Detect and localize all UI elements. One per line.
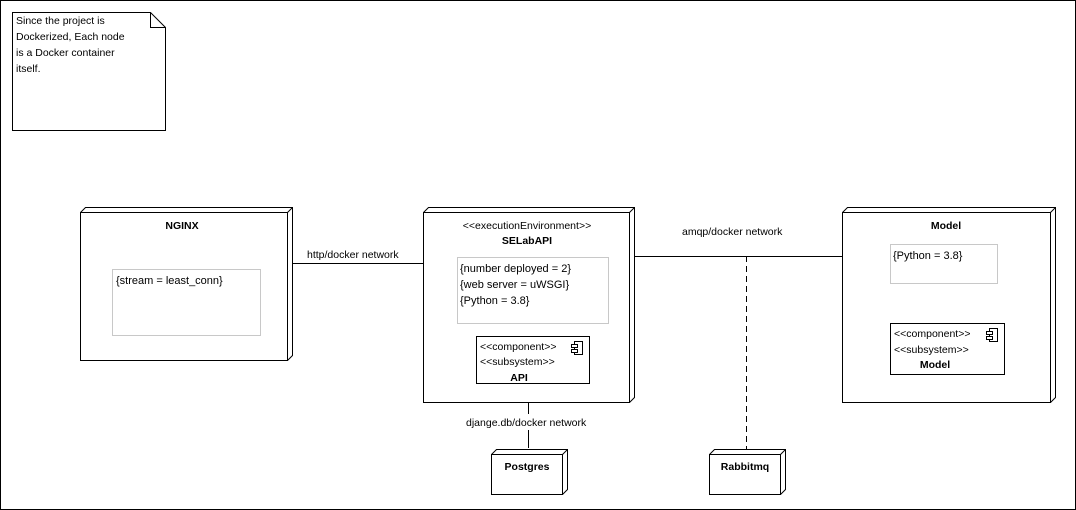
node-title-nginx: NGINX (165, 220, 198, 232)
component-name-model: Model (920, 359, 950, 371)
note-line-4: itself. (16, 63, 41, 75)
property-selabapi-3: {Python = 3.8} (460, 295, 530, 307)
properties-box-model (890, 244, 998, 284)
properties-box-nginx (112, 269, 261, 336)
node-postgres[interactable]: Postgres (491, 449, 568, 495)
note-line-1: Since the project is (16, 15, 105, 27)
component-stereotype-api-1: <<component>> (480, 341, 556, 353)
connector-label-nginx-api: http/docker network (307, 249, 399, 261)
component-api[interactable]: <<component>> <<subsystem>> API (476, 336, 590, 385)
component-model[interactable]: <<component>> <<subsystem>> Model (890, 323, 1005, 375)
component-icon (571, 341, 583, 355)
node-selabapi[interactable]: <<executionEnvironment>> SELabAPI {numbe… (423, 207, 635, 403)
property-nginx-1: {stream = least_conn} (116, 275, 223, 287)
node-rabbitmq[interactable]: Rabbitmq (709, 449, 786, 495)
note[interactable]: Since the project is Dockerized, Each no… (12, 12, 166, 131)
component-icon (986, 328, 998, 342)
properties-box-selabapi (457, 257, 609, 324)
component-stereotype-api-2: <<subsystem>> (480, 356, 555, 368)
property-selabapi-2: {web server = uWSGI} (460, 279, 569, 291)
connector-label-api-model: amqp/docker network (682, 226, 783, 238)
component-stereotype-model-2: <<subsystem>> (894, 344, 969, 356)
node-title-model: Model (931, 220, 961, 232)
node-title-postgres: Postgres (505, 461, 550, 473)
note-line-3: is a Docker container (16, 47, 115, 59)
node-model[interactable]: Model {Python = 3.8} <<component>> <<sub… (842, 207, 1056, 403)
component-name-api: API (510, 372, 528, 384)
node-title-rabbitmq: Rabbitmq (721, 461, 769, 473)
node-title-selabapi: SELabAPI (502, 235, 552, 247)
connector-label-api-postgres: djange.db/docker network (466, 417, 587, 429)
node-stereotype-selabapi: <<executionEnvironment>> (463, 220, 591, 232)
component-stereotype-model-1: <<component>> (894, 328, 970, 340)
connectors: http/docker network amqp/docker network … (292, 226, 842, 449)
node-nginx[interactable]: NGINX {stream = least_conn} (80, 207, 293, 361)
property-selabapi-1: {number deployed = 2} (460, 263, 571, 275)
note-line-2: Dockerized, Each node (16, 31, 125, 43)
property-model-1: {Python = 3.8} (893, 250, 963, 262)
